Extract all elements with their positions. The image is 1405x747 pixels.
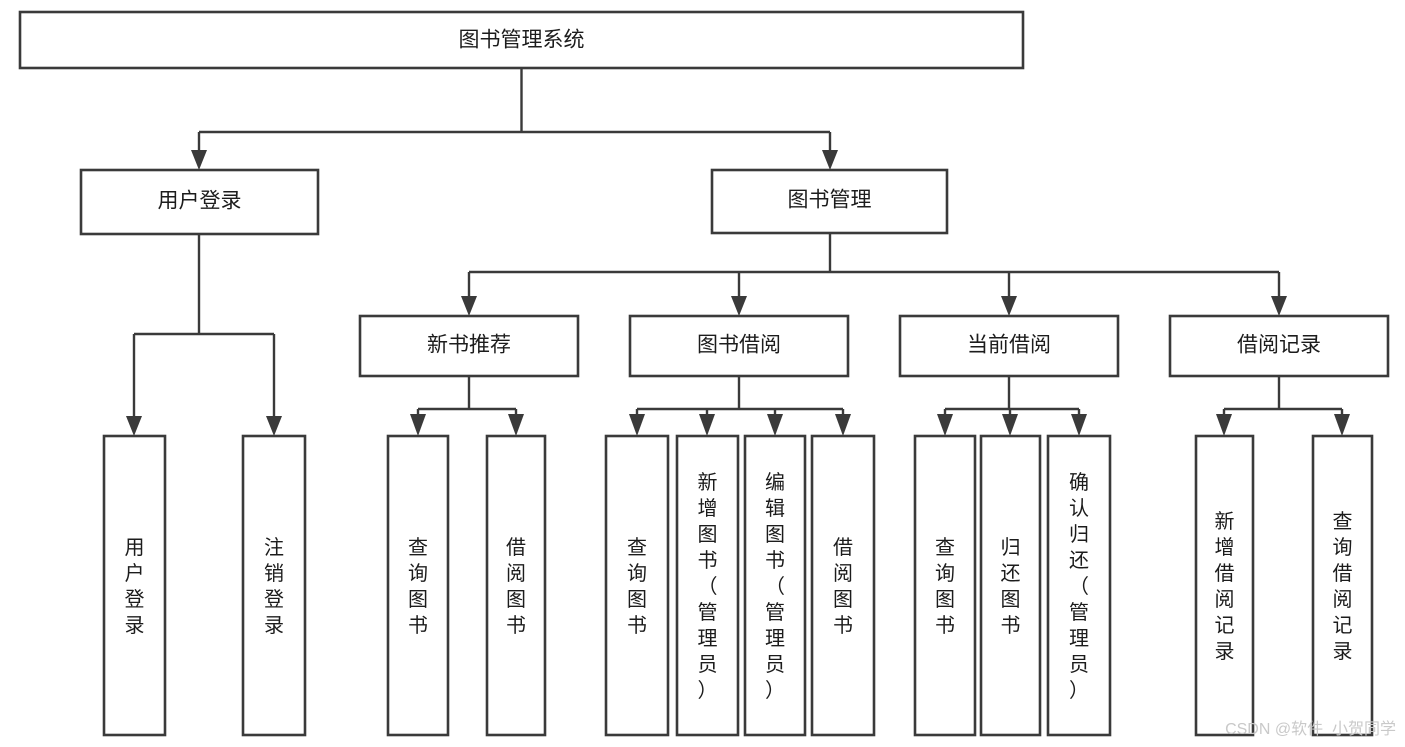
leaf-return-book[interactable]: 归还图书 xyxy=(979,434,1042,737)
node-new-book-recommend[interactable]: 新书推荐 xyxy=(358,314,580,378)
leaf-query-book-borrow[interactable]: 查询图书 xyxy=(604,434,670,737)
node-user-login[interactable]: 用户登录 xyxy=(79,168,320,236)
leaf-logout-box[interactable] xyxy=(241,434,307,737)
node-book-borrow-box[interactable] xyxy=(628,314,850,378)
connector-layer xyxy=(126,68,1350,436)
leaf-borrow-book-recommend-label: 借阅图书 xyxy=(506,536,526,637)
leaf-edit-book-admin-label: 编辑图书（管理员） xyxy=(765,471,785,702)
leaf-query-book-current-label: 查询图书 xyxy=(935,536,955,637)
leaf-add-book-admin-label: 新增图书（管理员） xyxy=(698,471,718,702)
leaf-add-borrow-record[interactable]: 新增借阅记录 xyxy=(1194,434,1255,737)
arrow-head-current-borrow xyxy=(1001,296,1017,316)
arrow-head-leaf-return-book xyxy=(1002,414,1018,436)
node-book-management-box[interactable] xyxy=(710,168,949,235)
node-current-borrow[interactable]: 当前借阅 xyxy=(898,314,1120,378)
node-book-borrow-label: 图书借阅 xyxy=(697,334,781,357)
arrow-head-leaf-add-borrow-record xyxy=(1216,414,1232,436)
arrow-head-leaf-borrow-book-recommend xyxy=(508,414,524,436)
arrow-head-book-management xyxy=(822,150,838,170)
leaf-confirm-return-admin[interactable]: 确认归还（管理员） xyxy=(1046,434,1112,737)
leaf-query-borrow-record[interactable]: 查询借阅记录 xyxy=(1311,434,1374,737)
leaf-user-login-label: 用户登录 xyxy=(125,537,145,637)
leaf-query-book-recommend[interactable]: 查询图书 xyxy=(386,434,450,737)
leaf-query-book-current[interactable]: 查询图书 xyxy=(913,434,977,737)
arrow-head-leaf-confirm-return-admin xyxy=(1071,414,1087,436)
leaf-query-book-borrow-box[interactable] xyxy=(604,434,670,737)
leaf-return-book-box[interactable] xyxy=(979,434,1042,737)
leaf-add-book-admin[interactable]: 新增图书（管理员） xyxy=(675,434,740,737)
leaf-borrow-book-label: 借阅图书 xyxy=(833,536,853,637)
arrow-head-leaf-add-book-admin xyxy=(699,414,715,436)
arrow-head-leaf-borrow-book xyxy=(835,414,851,436)
leaf-logout[interactable]: 注销登录 xyxy=(241,434,307,737)
node-current-borrow-label: 当前借阅 xyxy=(967,334,1051,357)
leaf-edit-book-admin-box[interactable] xyxy=(743,434,807,737)
node-user-login-box[interactable] xyxy=(79,168,320,236)
arrow-head-new-book-recommend xyxy=(461,296,477,316)
leaf-query-book-recommend-box[interactable] xyxy=(386,434,450,737)
node-root-box[interactable] xyxy=(18,10,1025,70)
leaf-borrow-book-box[interactable] xyxy=(810,434,876,737)
arrow-head-user-login xyxy=(191,150,207,170)
node-new-book-recommend-label: 新书推荐 xyxy=(427,334,511,357)
node-book-borrow[interactable]: 图书借阅 xyxy=(628,314,850,378)
arrow-head-leaf-query-book-current xyxy=(937,414,953,436)
leaf-add-book-admin-box[interactable] xyxy=(675,434,740,737)
node-new-book-recommend-box[interactable] xyxy=(358,314,580,378)
leaf-confirm-return-admin-box[interactable] xyxy=(1046,434,1112,737)
csdn-watermark: CSDN @软件_小贺同学 xyxy=(1225,720,1396,738)
leaf-add-borrow-record-box[interactable] xyxy=(1194,434,1255,737)
leaf-return-book-label: 归还图书 xyxy=(1001,536,1021,637)
arrow-head-leaf-query-book-recommend xyxy=(410,414,426,436)
arrow-head-leaf-edit-book-admin xyxy=(767,414,783,436)
node-current-borrow-box[interactable] xyxy=(898,314,1120,378)
leaf-user-login-box[interactable] xyxy=(102,434,167,737)
node-root[interactable]: 图书管理系统 xyxy=(18,10,1025,70)
node-borrow-record[interactable]: 借阅记录 xyxy=(1168,314,1390,378)
node-root-label: 图书管理系统 xyxy=(459,29,585,52)
leaf-user-login[interactable]: 用户登录 xyxy=(102,434,167,737)
arrow-head-book-borrow xyxy=(731,296,747,316)
leaf-borrow-book[interactable]: 借阅图书 xyxy=(810,434,876,737)
node-borrow-record-box[interactable] xyxy=(1168,314,1390,378)
leaf-query-book-borrow-label: 查询图书 xyxy=(627,536,647,637)
node-book-management[interactable]: 图书管理 xyxy=(710,168,949,235)
leaf-confirm-return-admin-label: 确认归还（管理员） xyxy=(1069,471,1089,702)
arrow-head-leaf-logout xyxy=(266,416,282,436)
arrow-head-leaf-user-login xyxy=(126,416,142,436)
arrow-head-leaf-query-book-borrow xyxy=(629,414,645,436)
node-user-login-label: 用户登录 xyxy=(158,190,242,213)
leaf-add-borrow-record-label: 新增借阅记录 xyxy=(1215,510,1235,663)
leaf-query-borrow-record-label: 查询借阅记录 xyxy=(1333,510,1353,663)
leaf-borrow-book-recommend[interactable]: 借阅图书 xyxy=(485,434,547,737)
node-book-management-label: 图书管理 xyxy=(788,189,872,212)
leaf-query-book-recommend-label: 查询图书 xyxy=(408,536,428,637)
arrow-head-leaf-query-borrow-record xyxy=(1334,414,1350,436)
leaf-edit-book-admin[interactable]: 编辑图书（管理员） xyxy=(743,434,807,737)
node-borrow-record-label: 借阅记录 xyxy=(1237,334,1321,357)
leaf-query-borrow-record-box[interactable] xyxy=(1311,434,1374,737)
leaf-borrow-book-recommend-box[interactable] xyxy=(485,434,547,737)
leaf-logout-label: 注销登录 xyxy=(264,536,284,637)
leaf-query-book-current-box[interactable] xyxy=(913,434,977,737)
arrow-head-borrow-record xyxy=(1271,296,1287,316)
